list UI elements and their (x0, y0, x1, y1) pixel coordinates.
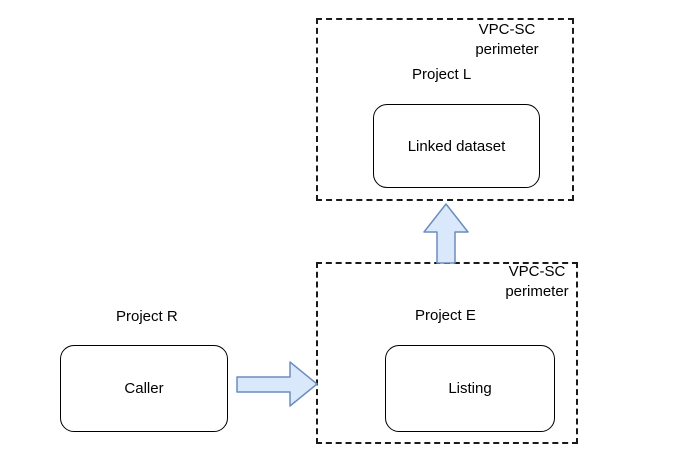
caller-node-label: Caller (124, 380, 164, 397)
project-e-label: Project E (415, 307, 476, 324)
project-l-label: Project L (412, 66, 472, 83)
project-r-label: Project R (116, 308, 178, 325)
vpc-sc-perimeter-bottom-label: VPC-SC perimeter (505, 263, 569, 300)
caller-node: Caller (60, 345, 228, 432)
vpc-sc-perimeter-top-label: VPC-SC perimeter (475, 21, 539, 58)
linked-dataset-node-label: Linked dataset (407, 137, 506, 155)
arrow-caller-to-listing-icon (236, 361, 318, 407)
listing-node: Listing (385, 345, 555, 432)
listing-node-label: Listing (448, 380, 492, 397)
arrow-listing-to-linked-dataset-icon (423, 203, 469, 264)
linked-dataset-node: Linked dataset (373, 104, 540, 188)
vpc-sc-perimeter-top (316, 18, 574, 201)
